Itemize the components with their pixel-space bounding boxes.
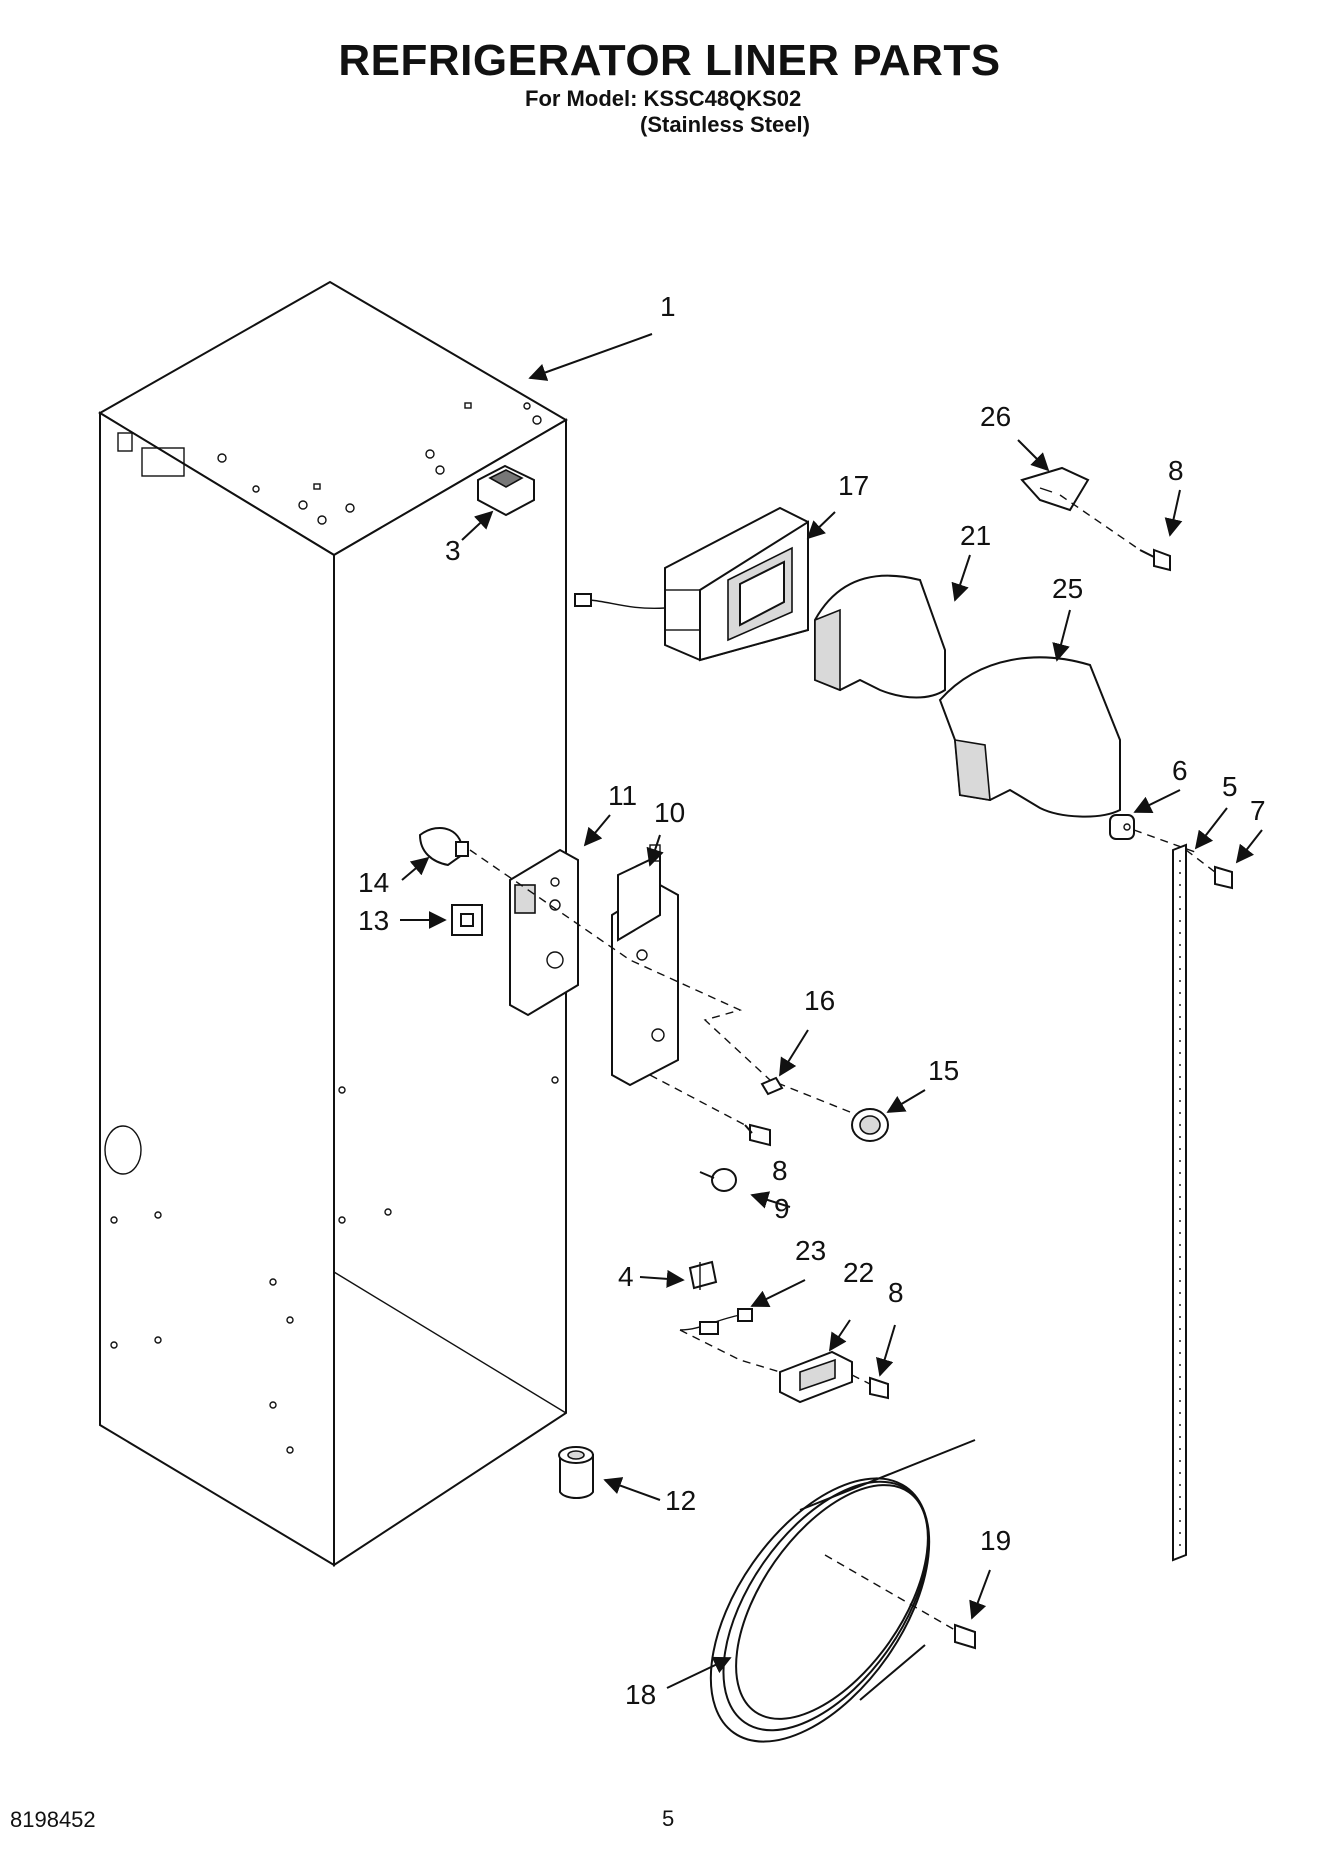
callout-8-mid: 8 (772, 1155, 788, 1186)
leader-screw-8-low (851, 1374, 873, 1386)
callout-18: 18 (625, 1679, 656, 1710)
callout-13: 13 (358, 905, 389, 936)
callout-1: 1 (660, 291, 676, 322)
callout-25: 25 (1052, 573, 1083, 604)
screw-part-8-low (869, 1376, 889, 1400)
leader-6 (1133, 829, 1196, 853)
callout-21: 21 (960, 520, 991, 551)
callout-5: 5 (1222, 771, 1238, 802)
variant-line: (Stainless Steel) (640, 112, 810, 137)
callout-4: 4 (618, 1261, 634, 1292)
bracket-part-11 (509, 848, 579, 1017)
switch-part-22 (779, 1350, 853, 1404)
bracket-part-26 (1020, 466, 1090, 512)
callout-3: 3 (445, 535, 461, 566)
page-number: 5 (662, 1806, 675, 1831)
leader-22 (679, 1329, 781, 1373)
screw-part-7 (1214, 865, 1233, 890)
callout-9: 9 (774, 1193, 790, 1224)
callout-10: 10 (654, 797, 685, 828)
bracket-part-10 (611, 844, 679, 1087)
model-line: For Model: KSSC48QKS02 (525, 86, 802, 111)
plug-part-9 (699, 1168, 737, 1192)
callout-19: 19 (980, 1525, 1011, 1556)
pad-part-13 (451, 904, 483, 936)
document-number: 8198452 (10, 1807, 96, 1832)
clip-part-4 (688, 1260, 718, 1290)
clip-part-16 (760, 1076, 784, 1096)
duct-cover-part-21 (814, 574, 946, 699)
top-grommet-part-3 (477, 464, 535, 517)
liner-cabinet (98, 280, 568, 1567)
callout-15: 15 (928, 1055, 959, 1086)
leader-7 (1185, 849, 1216, 873)
callout-14: 14 (358, 867, 389, 898)
knob-part-14 (418, 826, 469, 867)
callout-17: 17 (838, 470, 869, 501)
callout-11: 11 (608, 780, 637, 811)
screw-part-8-mid (744, 1123, 771, 1147)
wire-harness-part-23 (679, 1308, 753, 1335)
spacer-part-6 (1109, 814, 1135, 840)
housing-part-17 (574, 506, 809, 662)
callout-7: 7 (1250, 795, 1266, 826)
leader-screw-8-mid (649, 1074, 746, 1126)
callout-labels: 1 3 26 8 17 21 25 11 10 6 5 7 14 13 16 1… (358, 291, 1266, 1710)
leader-10-16-15 (469, 849, 871, 1121)
callout-8-low: 8 (888, 1277, 904, 1308)
cup-part-12 (558, 1446, 594, 1499)
screw-part-19 (954, 1623, 976, 1650)
tubing-coil-part-18 (709, 1439, 976, 1743)
callout-26: 26 (980, 401, 1011, 432)
page-title: REFRIGERATOR LINER PARTS (338, 36, 1001, 85)
duct-cover-part-25 (938, 656, 1121, 818)
callout-6: 6 (1172, 755, 1188, 786)
callout-8-top: 8 (1168, 455, 1184, 486)
callout-leaders (400, 333, 1263, 1689)
screw-part-8-top (1139, 548, 1171, 572)
socket-part-15 (851, 1108, 889, 1142)
callout-23: 23 (795, 1235, 826, 1266)
leader-26-screw (1059, 494, 1141, 551)
shelf-standard-part-5 (1172, 843, 1187, 1562)
callout-16: 16 (804, 985, 835, 1016)
leader-19 (824, 1554, 956, 1631)
callout-12: 12 (665, 1485, 696, 1516)
callout-22: 22 (843, 1257, 874, 1288)
